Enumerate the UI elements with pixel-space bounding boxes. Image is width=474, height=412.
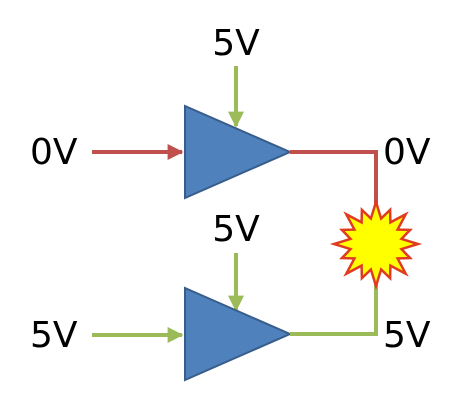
bottom-input-label: 5V: [30, 315, 78, 356]
top-buffer-triangle-icon: [184, 104, 293, 200]
top-input-label: 0V: [30, 132, 78, 173]
top-output-wire: [290, 150, 378, 214]
explosion-burst-icon: [329, 197, 423, 291]
top-supply-label: 5V: [212, 23, 260, 64]
bottom-buffer-triangle-icon: [184, 286, 293, 382]
bottom-supply-label: 5V: [212, 209, 260, 250]
bottom-output-wire: [290, 278, 378, 336]
top-output-label: 0V: [383, 132, 431, 173]
bottom-output-label: 5V: [383, 315, 431, 356]
